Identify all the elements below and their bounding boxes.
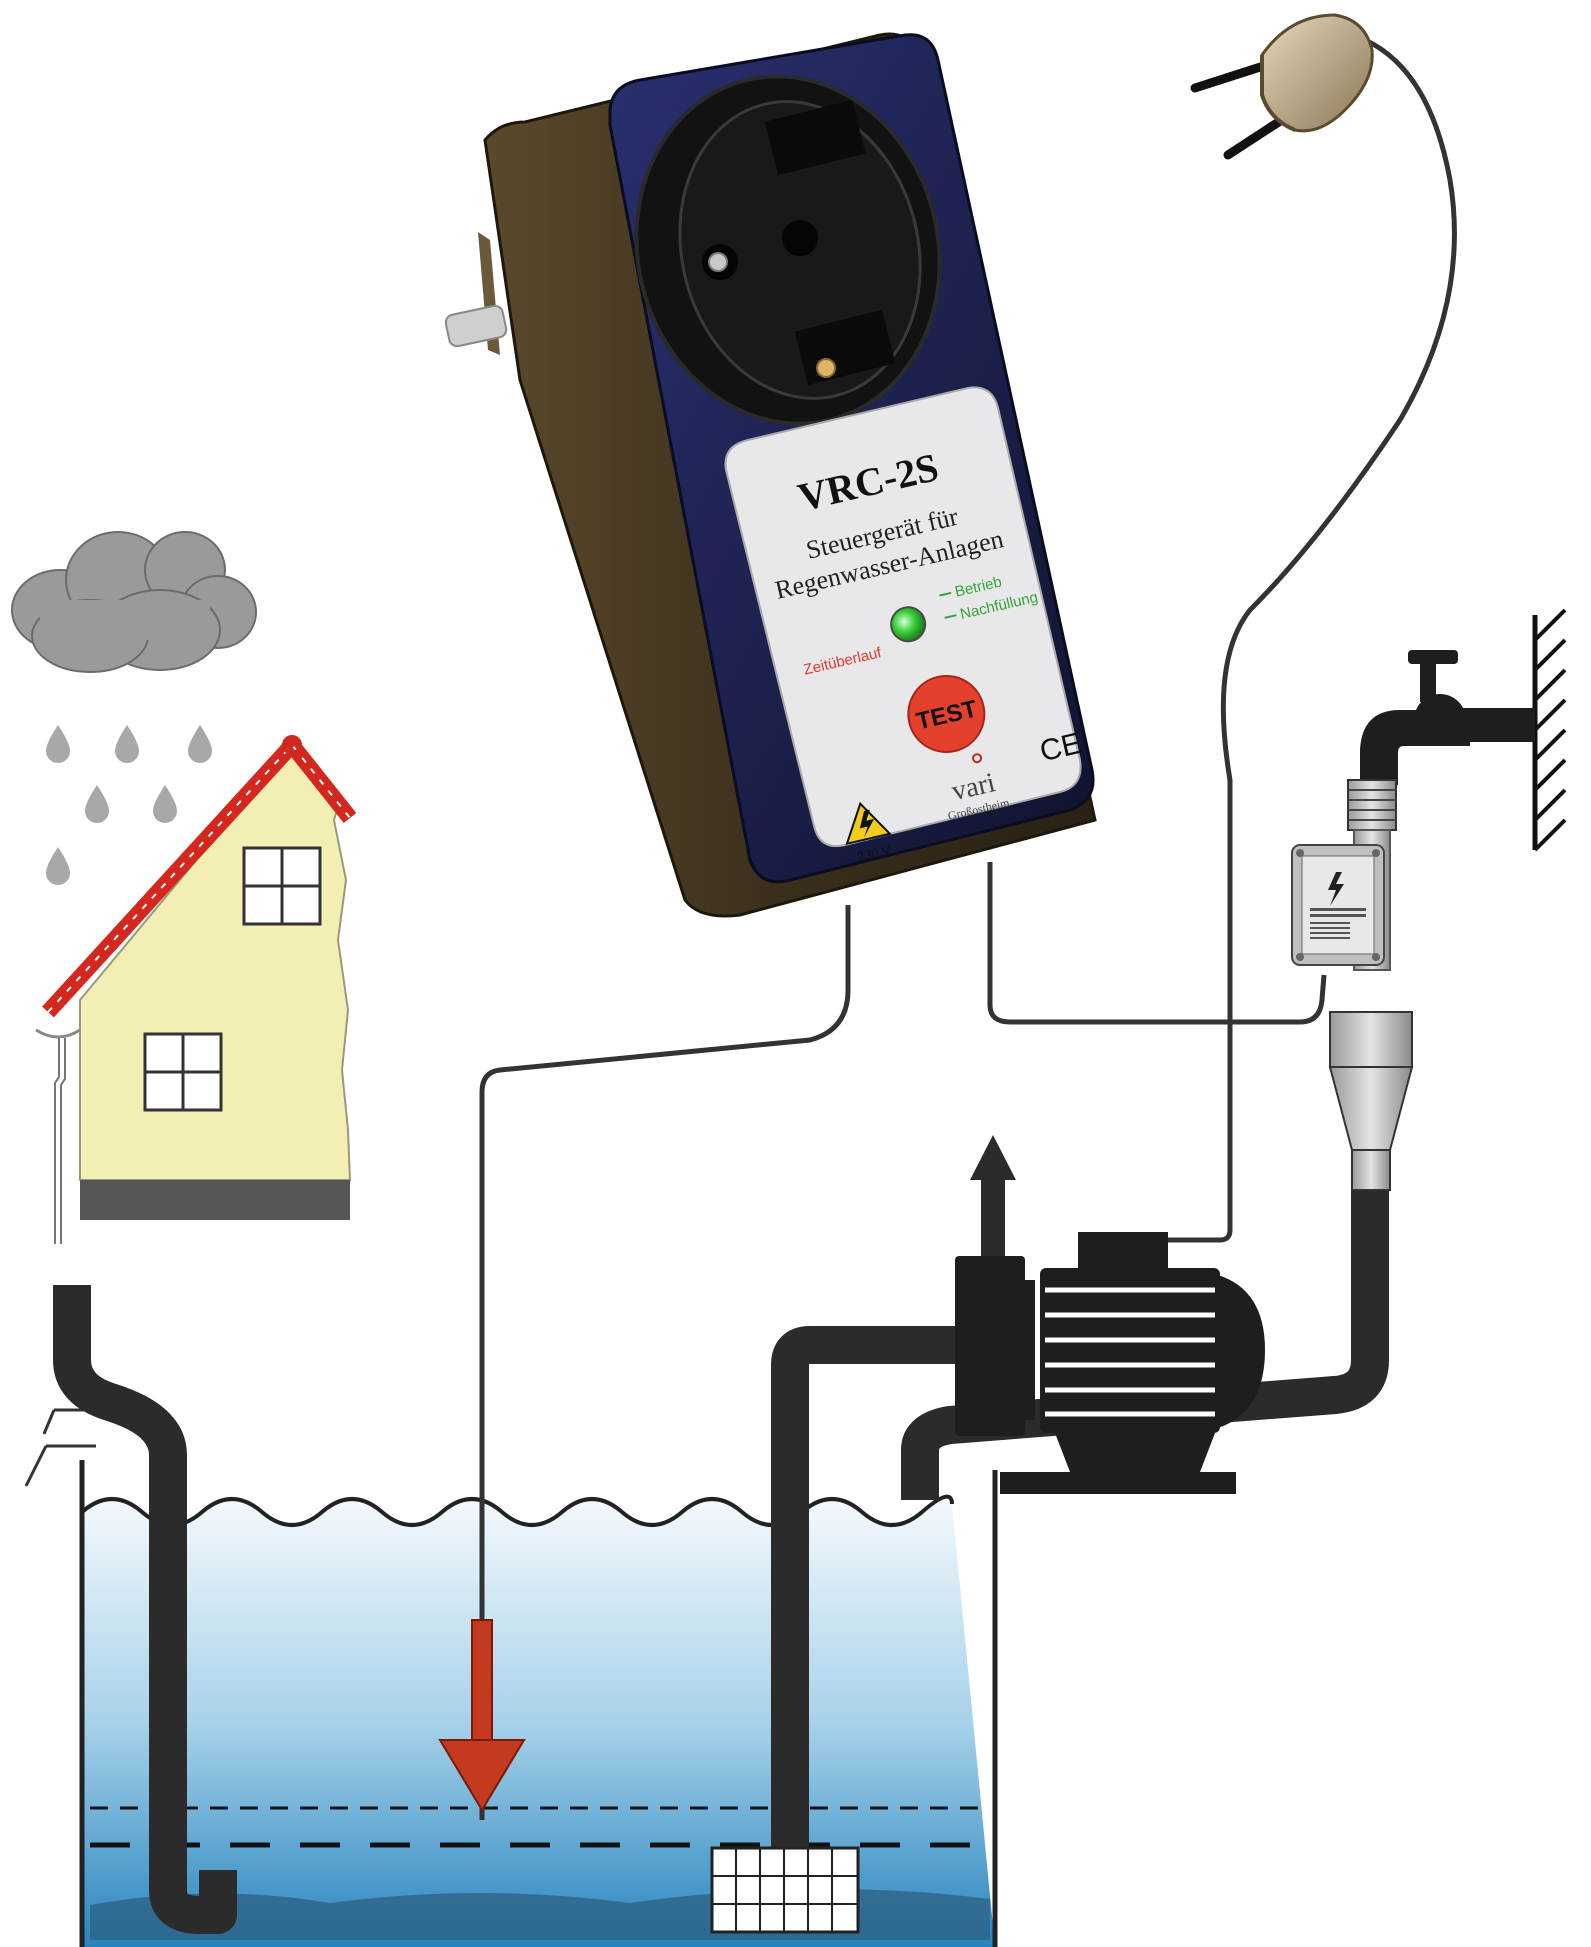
rain-drops-icon [46,725,212,885]
suction-filter [710,1846,860,1934]
float-switch-cable [479,905,851,1820]
valve-control-cable [987,862,1327,1025]
status-led-icon [890,606,927,643]
solenoid-valve [1291,779,1414,1191]
controller-device: VRC-2S Steuergerät für Regenwasser-Anlag… [444,32,1097,918]
high-voltage-warning-icon [845,801,892,846]
power-plug-icon [1190,13,1374,160]
cloud-icon [11,531,257,673]
inflow-pipe [53,1285,237,1934]
water-tap-icon [1360,650,1535,785]
wall-icon [1532,608,1567,852]
pump-icon [955,1135,1265,1494]
window-lower [143,1032,223,1112]
window-upper [242,846,322,926]
house-icon [35,735,357,1244]
float-switch-arrow-icon [438,1619,526,1812]
device-plug-pin [444,232,508,355]
test-button[interactable]: TEST [901,668,992,759]
suction-pipe [771,1326,960,1850]
pump-power-cable [1168,37,1457,1243]
power-socket [634,74,942,426]
